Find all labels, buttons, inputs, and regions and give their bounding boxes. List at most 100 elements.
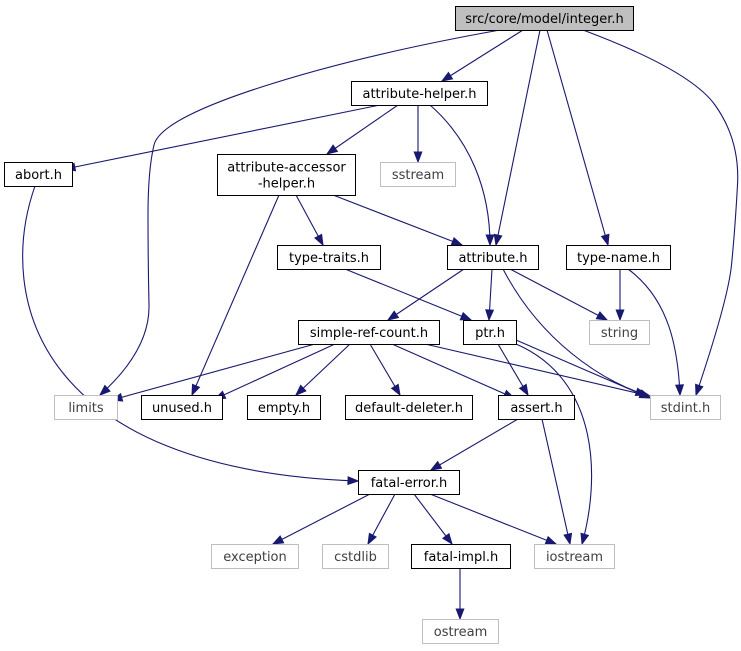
edge-line [515, 339, 651, 399]
edge-arrowhead [600, 233, 610, 247]
edge-type_name-to-stdint [627, 268, 685, 397]
edge-line [430, 418, 519, 471]
node-box [4, 162, 73, 187]
edge-line [387, 268, 465, 321]
edge-arrowhead [98, 384, 111, 396]
node-label: -helper.h [258, 177, 315, 192]
node-exception: exception [211, 544, 299, 569]
edge-arrowhead [563, 532, 573, 546]
edge-simple_ref_count-to-limits [110, 343, 316, 402]
node-label: ostream [434, 625, 488, 640]
edge-integer-to-stdint [582, 29, 739, 397]
edge-ptr-to-stdint [515, 339, 652, 399]
edge-line [582, 29, 739, 396]
edge-arrowhead [485, 234, 495, 247]
edge-arrowhead [695, 383, 704, 397]
node-label: simple-ref-count.h [310, 326, 428, 341]
node-box [141, 395, 223, 420]
edge-attribute_helper-to-sstream [413, 105, 423, 164]
node-box [463, 320, 517, 345]
node-box [411, 544, 511, 569]
node-box [298, 320, 440, 345]
node-box [566, 245, 671, 270]
edge-arrowhead [544, 535, 558, 545]
node-box [211, 544, 299, 569]
node-label: sstream [392, 168, 444, 183]
edge-arrowhead [429, 460, 443, 471]
edge-fatal_error-to-fatal_impl [413, 493, 453, 546]
node-attribute-helper[interactable]: attribute-helper.h [351, 81, 488, 106]
node-box [345, 395, 473, 420]
edge-line [627, 268, 681, 396]
edge-arrowhead [347, 476, 360, 486]
node-label: default-deleter.h [355, 401, 463, 416]
node-type-name[interactable]: type-name.h [566, 245, 671, 270]
node-box [455, 6, 634, 31]
node-box [358, 470, 460, 495]
node-attribute[interactable]: attribute.h [447, 245, 539, 270]
node-label: assert.h [510, 401, 562, 416]
node-unused[interactable]: unused.h [141, 395, 223, 420]
edge-attribute_helper-to-attribute_accessor_helper [325, 104, 399, 155]
edge-line [295, 343, 351, 396]
nodes-layer: src/core/model/integer.h attribute-helper… [4, 6, 721, 644]
edge-simple_ref_count-to-stdint [424, 343, 652, 399]
edge-arrowhead [294, 384, 307, 396]
node-label: type-name.h [577, 251, 660, 266]
edge-line [64, 104, 381, 170]
node-ostream: ostream [422, 619, 499, 644]
edge-line [495, 29, 541, 246]
node-limits: limits [54, 395, 118, 420]
node-integer[interactable]: src/core/model/integer.h [455, 6, 634, 31]
node-box [422, 619, 499, 644]
node-type-traits[interactable]: type-traits.h [277, 245, 381, 270]
edge-line [332, 194, 463, 246]
edge-attribute_accessor_helper-to-type_traits [295, 194, 324, 247]
edge-arrowhead [459, 311, 473, 321]
node-ptr[interactable]: ptr.h [463, 320, 517, 345]
node-label: iostream [546, 550, 603, 565]
edge-abort-to-fatal_error [22, 185, 360, 486]
edge-arrowhead [325, 144, 339, 155]
edge-line [272, 493, 371, 545]
node-assert[interactable]: assert.h [498, 395, 575, 420]
edge-arrowhead [493, 233, 503, 247]
node-label: stdint.h [661, 401, 710, 416]
node-default-deleter[interactable]: default-deleter.h [345, 395, 473, 420]
edge-line [441, 29, 524, 82]
node-iostream: iostream [534, 544, 615, 569]
node-label: unused.h [152, 401, 212, 416]
node-fatal-impl[interactable]: fatal-impl.h [411, 544, 511, 569]
edge-integer-to-type_name [546, 29, 610, 247]
edge-line [541, 418, 571, 545]
node-attribute-accessor-helper[interactable]: attribute-accessor-helper.h [217, 154, 356, 196]
node-label: limits [68, 401, 104, 416]
edge-line [546, 29, 609, 246]
edge-arrowhead [638, 389, 652, 399]
node-label: abort.h [15, 168, 62, 183]
edge-line [214, 343, 336, 400]
edge-attribute_accessor_helper-to-unused [191, 194, 280, 397]
node-label: attribute-accessor [227, 161, 346, 176]
edge-arrowhead [191, 383, 201, 397]
edge-attribute-to-string [509, 268, 609, 321]
node-empty[interactable]: empty.h [247, 395, 321, 420]
node-label: cstdlib [334, 550, 377, 565]
edge-type_traits-to-ptr [344, 268, 473, 321]
node-simple-ref-count[interactable]: simple-ref-count.h [298, 320, 440, 345]
edge-simple_ref_count-to-assert [391, 343, 516, 399]
node-box [217, 154, 356, 196]
node-abort[interactable]: abort.h [4, 162, 73, 187]
edge-integer-to-attribute_helper [440, 29, 524, 82]
edge-type_name-to-string [615, 269, 625, 322]
node-box [247, 395, 321, 420]
edge-assert-to-fatal_error [429, 418, 519, 471]
edge-simple_ref_count-to-empty [294, 343, 351, 396]
node-stdint: stdint.h [650, 395, 721, 420]
node-label: fatal-impl.h [424, 550, 498, 565]
node-box [498, 395, 575, 420]
node-fatal-error[interactable]: fatal-error.h [358, 470, 460, 495]
node-box [322, 544, 389, 569]
edge-simple_ref_count-to-unused [213, 343, 336, 400]
edge-arrowhead [386, 310, 400, 321]
